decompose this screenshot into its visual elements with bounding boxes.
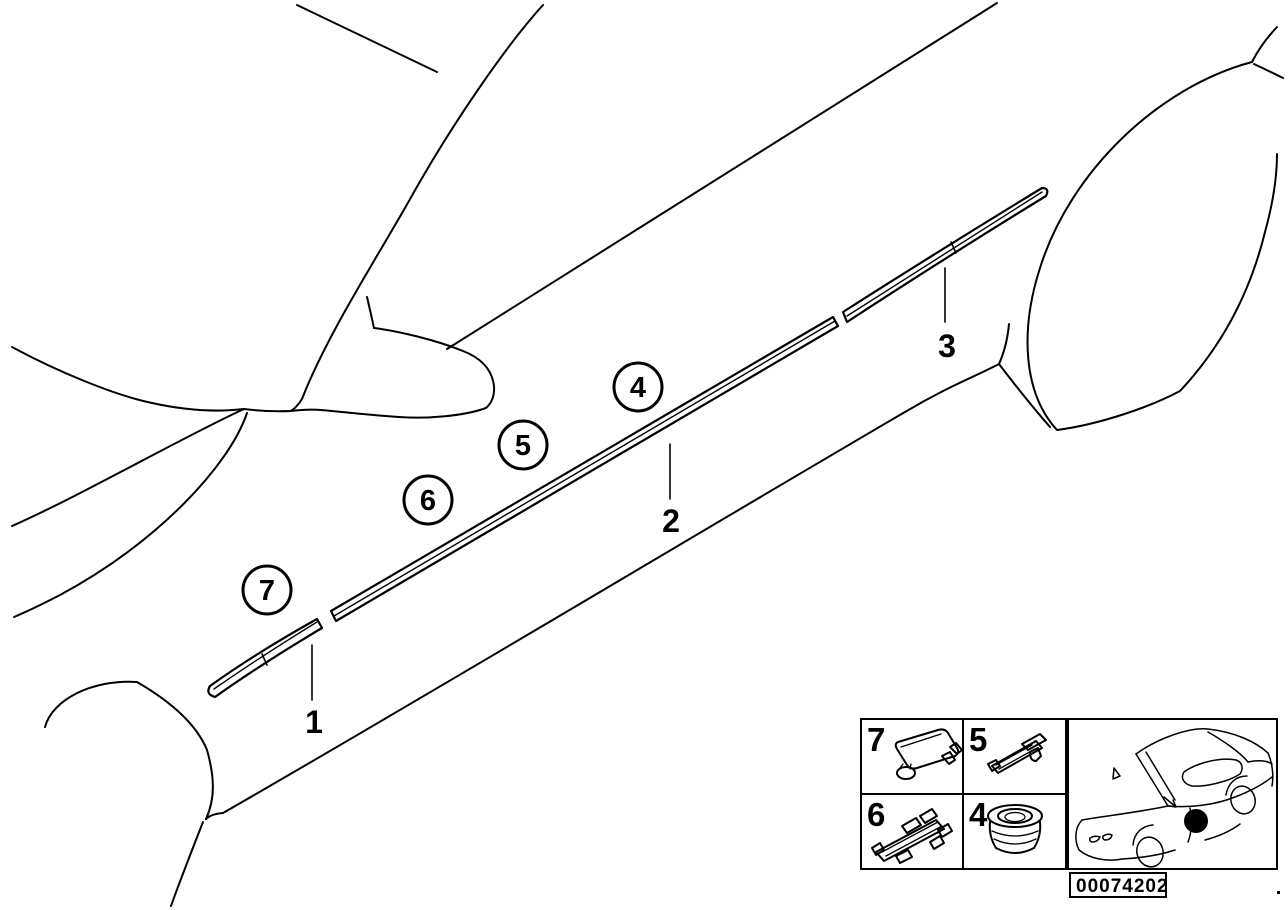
quarter-moulding-accent xyxy=(846,191,1043,317)
callout-circle-number: 7 xyxy=(259,575,275,607)
cowl-connector-line xyxy=(243,408,292,413)
wide-rail-clip-icon xyxy=(871,808,953,864)
callout-circle-shape xyxy=(402,474,454,526)
mirror-stem xyxy=(366,296,375,329)
beltline xyxy=(446,2,998,350)
legend-cell-4[interactable]: 4 xyxy=(969,796,1043,854)
fender-crease-upper xyxy=(11,408,245,527)
rear-deck-line xyxy=(1253,63,1284,79)
callout-label-1[interactable]: 1 xyxy=(305,704,323,740)
door-rear-corner-line xyxy=(998,323,1010,365)
fender-crease-lower xyxy=(13,412,248,618)
legend-cell-5[interactable]: 5 xyxy=(969,721,1047,774)
legend-cell-number: 6 xyxy=(867,796,885,833)
fender-moulding-part-1 xyxy=(207,617,324,699)
callout-circle-shape xyxy=(612,361,664,413)
rear-wheel-arch xyxy=(1026,61,1278,431)
moulding-joint-tick-3 xyxy=(950,241,957,254)
side-mirror-outline xyxy=(290,327,496,419)
diagram-code-box: 00074202 xyxy=(1069,872,1169,898)
callout-circle-6[interactable]: 6 xyxy=(402,474,454,526)
callout-circle-7[interactable]: 7 xyxy=(241,564,293,616)
legend-cell-6[interactable]: 6 xyxy=(867,796,953,864)
callout-circle-number: 6 xyxy=(420,485,436,517)
legend-cell-number: 4 xyxy=(969,796,988,833)
car-body-outline xyxy=(11,2,1284,907)
callout-circle-4[interactable]: 4 xyxy=(612,361,664,413)
door-moulding-accent xyxy=(333,320,836,617)
callout-circle-number: 4 xyxy=(630,372,646,404)
front-bumper-line xyxy=(170,821,204,907)
trunk-shutline xyxy=(1251,26,1278,63)
leader-lines xyxy=(311,267,946,701)
code-box-border xyxy=(1069,872,1167,898)
callout-circle-number: 5 xyxy=(515,430,531,462)
grommet-icon xyxy=(987,804,1043,854)
thumbnail-car-icon xyxy=(1075,728,1274,868)
trim-strips xyxy=(207,186,1049,699)
moulding-joint-tick-1 xyxy=(261,653,268,666)
legend-table: 7 5 6 xyxy=(860,718,1067,870)
legend-cell-number: 5 xyxy=(969,721,987,758)
legend-cell-7[interactable]: 7 xyxy=(867,721,963,780)
hood-shutline xyxy=(11,346,245,412)
callout-circle-5[interactable]: 5 xyxy=(497,419,549,471)
callout-label-2[interactable]: 2 xyxy=(662,503,680,539)
callout-circle-shape xyxy=(241,564,293,616)
rocker-panel-line xyxy=(205,363,1000,820)
legend-cell-number: 7 xyxy=(867,721,885,758)
a-pillar-curve xyxy=(290,4,544,412)
page-period-dot xyxy=(1277,891,1280,894)
door-frame-diagonal-line xyxy=(296,4,438,73)
car-location-thumbnail xyxy=(1067,718,1278,870)
rail-clip-icon xyxy=(987,733,1047,774)
cap-clip-icon xyxy=(894,728,963,780)
thumbnail-border xyxy=(1067,718,1278,870)
callout-circle-shape xyxy=(497,419,549,471)
diagram-code: 00074202 xyxy=(1076,876,1169,897)
front-wheel-arch xyxy=(44,680,214,820)
location-dot xyxy=(1184,809,1208,833)
rocker-to-arch-line xyxy=(998,363,1051,428)
callout-label-3[interactable]: 3 xyxy=(938,328,956,364)
